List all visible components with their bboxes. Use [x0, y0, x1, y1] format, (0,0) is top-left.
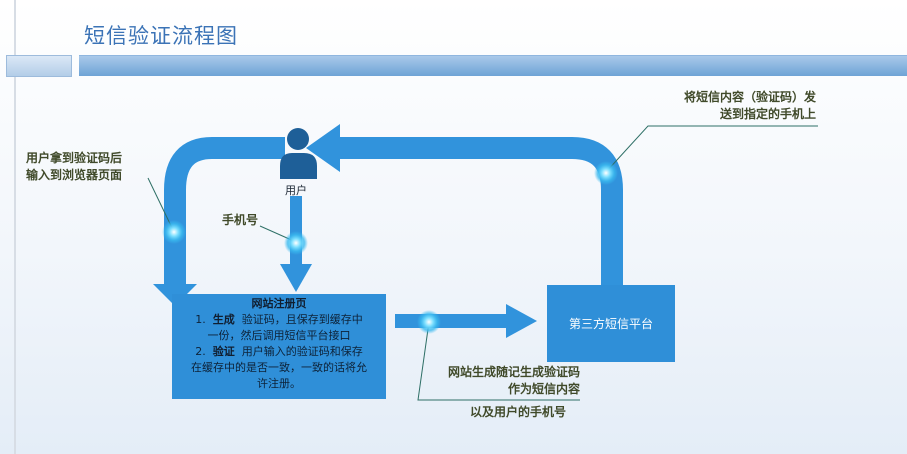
site-register-box: 网站注册页 1. 生成 验证码，且保存到缓存中 一份，然后调用短信平台接口 2.…: [172, 294, 386, 399]
label-phone: 手机号: [222, 213, 259, 227]
glow-marker-bottom: [417, 310, 441, 334]
connector-send: [605, 125, 818, 173]
user-to-site-band: [164, 137, 285, 286]
site-box-line-5: 许注册。: [257, 377, 301, 390]
third-party-label: 第三方短信平台: [568, 317, 653, 331]
site-box-line-1: 1. 生成 验证码，且保存到缓存中: [195, 313, 363, 326]
connector-generate: [417, 321, 580, 401]
user-icon: [280, 128, 317, 179]
third-party-sms-box: 第三方短信平台: [547, 285, 675, 362]
site-to-third-head: [506, 304, 537, 338]
label-generate: 网站生成随记生成验证码 作为短信内容: [447, 365, 580, 396]
site-to-third-shaft: [395, 314, 509, 328]
header-bar-small: [6, 55, 72, 77]
label-generate-phone: 以及用户的手机号: [470, 405, 567, 419]
site-box-line-4: 在缓存中的是否一致，一致的话将允: [191, 361, 367, 374]
label-send: 将短信内容（验证码）发 送到指定的手机上: [683, 90, 816, 121]
loop-arrow-head-left: [306, 124, 340, 172]
site-box-line-2: 一份，然后调用短信平台接口: [207, 329, 351, 342]
loop-arrow-band: [338, 137, 623, 285]
phone-arrow-head: [280, 264, 312, 292]
site-box-heading: 网站注册页: [251, 297, 307, 310]
label-user-input: 用户拿到验证码后 输入到浏览器页面: [26, 151, 123, 182]
glow-marker-left: [162, 220, 186, 244]
glow-marker-right: [594, 161, 618, 185]
site-box-line-3: 2. 验证 用户输入的验证码和保存: [195, 345, 363, 358]
glow-marker-phone: [284, 231, 308, 255]
left-margin-rule: [14, 0, 16, 454]
header-bar-long: [79, 55, 907, 76]
page-title: 短信验证流程图: [84, 24, 238, 48]
user-label: 用户: [285, 184, 307, 197]
